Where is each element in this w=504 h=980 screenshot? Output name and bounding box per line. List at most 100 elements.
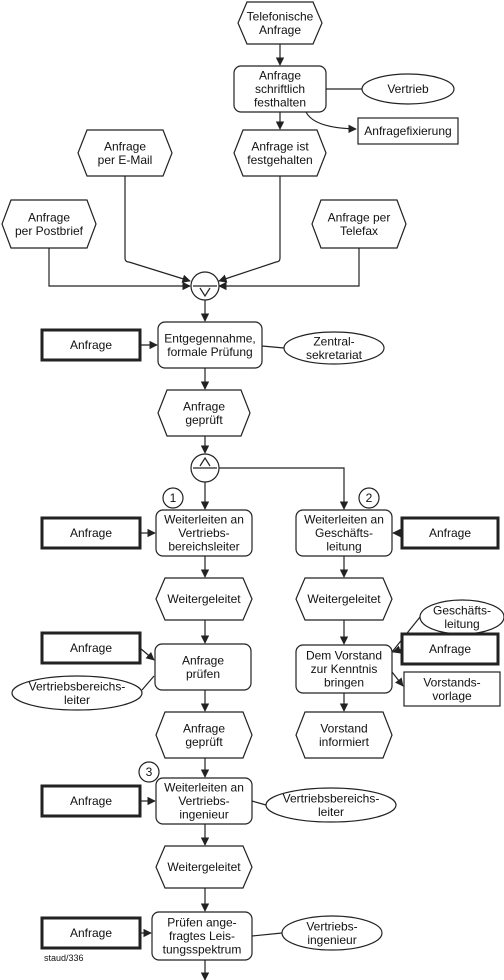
- xor-symbol-icon: [199, 287, 211, 298]
- function-shape: [155, 777, 253, 825]
- connector-11: [261, 345, 285, 349]
- node-label: Anfrage: [70, 526, 112, 540]
- node-label: 1: [170, 491, 177, 505]
- node-doc-vorlage: Vorstands-vorlage: [403, 671, 501, 707]
- node-label: Telefonische: [247, 9, 314, 23]
- node-label: Geschäfts-: [315, 526, 373, 540]
- node-label: Anfrage: [28, 210, 70, 224]
- node-op-xor1: [190, 271, 220, 301]
- connector-5: [124, 176, 191, 283]
- connector-22: [139, 647, 155, 661]
- node-label: ingenieur: [307, 933, 356, 947]
- function-shape: [295, 509, 393, 557]
- caption: staud/336: [44, 953, 84, 963]
- org-shape: [265, 787, 397, 823]
- org-shape: [361, 73, 455, 105]
- node-label: festgehalten: [247, 153, 312, 167]
- node-label: Anfrage ist: [251, 139, 309, 153]
- org-shape: [281, 915, 383, 951]
- node-label: bereichsleiter: [168, 540, 239, 554]
- node-doc-fixierung: Anfragefixierung: [357, 117, 459, 145]
- node-label: leiter: [64, 693, 90, 707]
- node-num-1: 1: [162, 487, 184, 509]
- node-label: Anfragefixierung: [364, 124, 451, 138]
- event-shape: [157, 389, 251, 437]
- function-shape: [233, 65, 327, 113]
- event-shape: [295, 711, 393, 759]
- node-label: Weiterleiten an: [164, 781, 244, 795]
- org-shape: [283, 331, 385, 365]
- node-label: Entgegennahme,: [164, 331, 255, 345]
- node-org-vbl2: Vertriebsbereichs-leiter: [265, 787, 397, 823]
- event-shape: [77, 129, 173, 177]
- node-label: Telefax: [340, 224, 378, 238]
- doc-shape: [403, 671, 501, 707]
- node-label: Vertriebs-: [306, 919, 357, 933]
- node-in-anfrage1: Anfrage: [40, 328, 142, 362]
- number-shape: [162, 487, 184, 509]
- node-label: leitung: [326, 540, 361, 554]
- event-shape: [237, 1, 323, 45]
- connector-15: [219, 467, 349, 510]
- function-shape: [157, 321, 263, 369]
- event-shape: [1, 199, 97, 249]
- node-label: Anfrage: [70, 641, 112, 655]
- number-shape: [358, 487, 380, 509]
- node-label: Anfrage: [183, 399, 225, 413]
- function-shape: [154, 643, 252, 691]
- node-num-3: 3: [138, 761, 160, 783]
- node-label: per E-Mail: [98, 153, 153, 167]
- node-label: Weitergeleitet: [167, 860, 241, 874]
- node-label: 2: [366, 491, 373, 505]
- node-label: Vertriebs-: [178, 526, 229, 540]
- node-label: tungsspektrum: [163, 943, 242, 957]
- node-label: Anfrage: [259, 69, 301, 83]
- info-shape: [40, 916, 142, 950]
- node-label: Anfrage: [70, 338, 112, 352]
- function-shape: [295, 644, 393, 694]
- info-shape: [400, 632, 500, 666]
- node-ev-weitergeleitet1: Weitergeleitet: [155, 577, 253, 621]
- node-label: informiert: [319, 735, 370, 749]
- node-in-anfrage4: Anfrage: [40, 631, 142, 665]
- connectors: [48, 44, 421, 980]
- node-label: Vorstands-: [423, 675, 480, 689]
- node-org-vbl1: Vertriebsbereichs-leiter: [11, 675, 143, 711]
- node-label: Prüfen ange-: [167, 916, 236, 930]
- node-fn-leistung: Prüfen ange-fragtes Leis-tungsspektrum: [151, 911, 253, 961]
- node-label: Anfrage per: [328, 210, 391, 224]
- node-label: Weiterleiten an: [304, 513, 384, 527]
- info-shape: [40, 631, 142, 665]
- info-shape: [400, 516, 500, 550]
- function-shape: [151, 911, 253, 961]
- connector-8: [218, 248, 360, 291]
- node-label: Geschäfts-: [433, 603, 491, 617]
- node-label: Anfrage: [70, 794, 112, 808]
- info-shape: [40, 328, 142, 362]
- connector-26: [391, 671, 404, 687]
- node-label: Dem Vorstand: [306, 649, 382, 663]
- node-label: formale Prüfung: [167, 345, 252, 359]
- connector-7: [48, 248, 191, 291]
- node-label: Weitergeleitet: [307, 592, 381, 606]
- node-label: leitung: [444, 617, 479, 631]
- node-num-2: 2: [358, 487, 380, 509]
- node-label: Anfrage: [429, 642, 471, 656]
- org-shape: [11, 675, 143, 711]
- node-org-gl: Geschäfts-leitung: [419, 599, 504, 635]
- diagram-nodes: TelefonischeAnfrageAnfrageschriftlichfes…: [1, 1, 504, 961]
- event-shape: [311, 199, 407, 249]
- node-label: Zentral-: [313, 334, 354, 348]
- node-label: Vertriebs-: [178, 794, 229, 808]
- number-shape: [138, 761, 160, 783]
- node-label: festhalten: [254, 96, 306, 110]
- node-org-zentral: Zentral-sekretariat: [283, 331, 385, 365]
